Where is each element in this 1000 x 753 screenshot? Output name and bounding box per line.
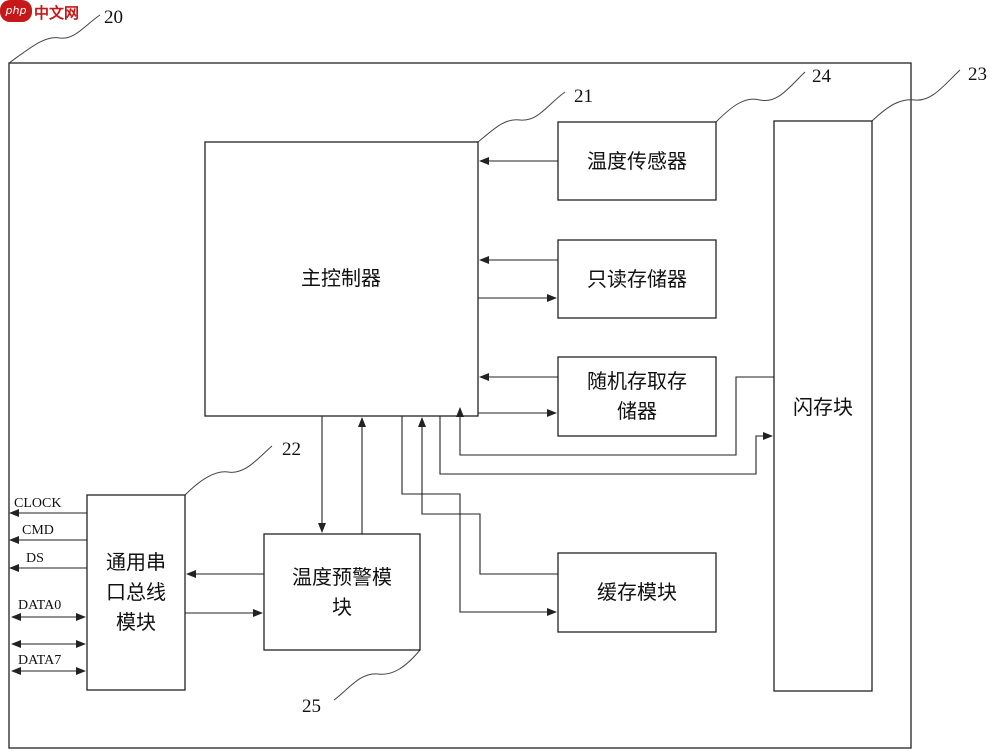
temperature-sensor-label: 温度传感器	[587, 149, 687, 173]
main-controller-block	[204, 141, 479, 417]
leader-21	[477, 91, 566, 143]
arrow-flash-to-controller	[456, 376, 774, 456]
logo-bubble: php	[0, 0, 32, 22]
ram-label-line1: 随机存取存	[587, 369, 687, 393]
serial-bus-label-line1: 通用串	[106, 550, 166, 574]
ref-label-23: 23	[968, 64, 987, 85]
cache-label: 缓存模块	[597, 580, 677, 604]
temperature-warning-label-line1: 温度预警模	[292, 565, 392, 589]
leader-22	[184, 445, 273, 496]
ram-block	[557, 356, 717, 437]
leader-23	[871, 69, 961, 122]
flash-block	[773, 120, 873, 692]
temperature-warning-label-line2: 块	[332, 595, 352, 619]
signal-data0-label: DATA0	[18, 598, 61, 613]
leader-24	[715, 71, 806, 123]
cache-block	[557, 552, 717, 633]
main-controller-label: 主控制器	[301, 266, 381, 290]
signal-data7-label: DATA7	[18, 653, 61, 668]
arrow-cache-to-controller	[418, 417, 558, 575]
serial-bus-block	[86, 494, 186, 691]
signal-ds-label: DS	[26, 551, 44, 566]
signal-cmd-label: CMD	[22, 523, 54, 538]
ref-label-22: 22	[282, 439, 301, 460]
temperature-warning-block	[263, 533, 421, 651]
ref-label-24: 24	[812, 66, 832, 87]
signal-clock-label: CLOCK	[14, 496, 61, 511]
arrow-controller-to-flash	[439, 416, 773, 475]
serial-bus-label-line3: 模块	[116, 610, 156, 634]
ref-label-20: 20	[104, 7, 123, 28]
ref-label-21: 21	[574, 86, 593, 107]
arrow-controller-to-cache	[401, 416, 557, 616]
serial-bus-label-line2: 口总线	[106, 580, 166, 604]
leader-25	[333, 649, 421, 701]
logo-text: 中文网	[34, 4, 80, 22]
leader-20	[8, 14, 101, 64]
rom-block	[557, 239, 717, 319]
ref-label-25: 25	[302, 696, 321, 717]
ram-label-line2: 储器	[617, 399, 657, 423]
rom-label: 只读存储器	[587, 267, 687, 291]
flash-label: 闪存块	[793, 395, 853, 419]
